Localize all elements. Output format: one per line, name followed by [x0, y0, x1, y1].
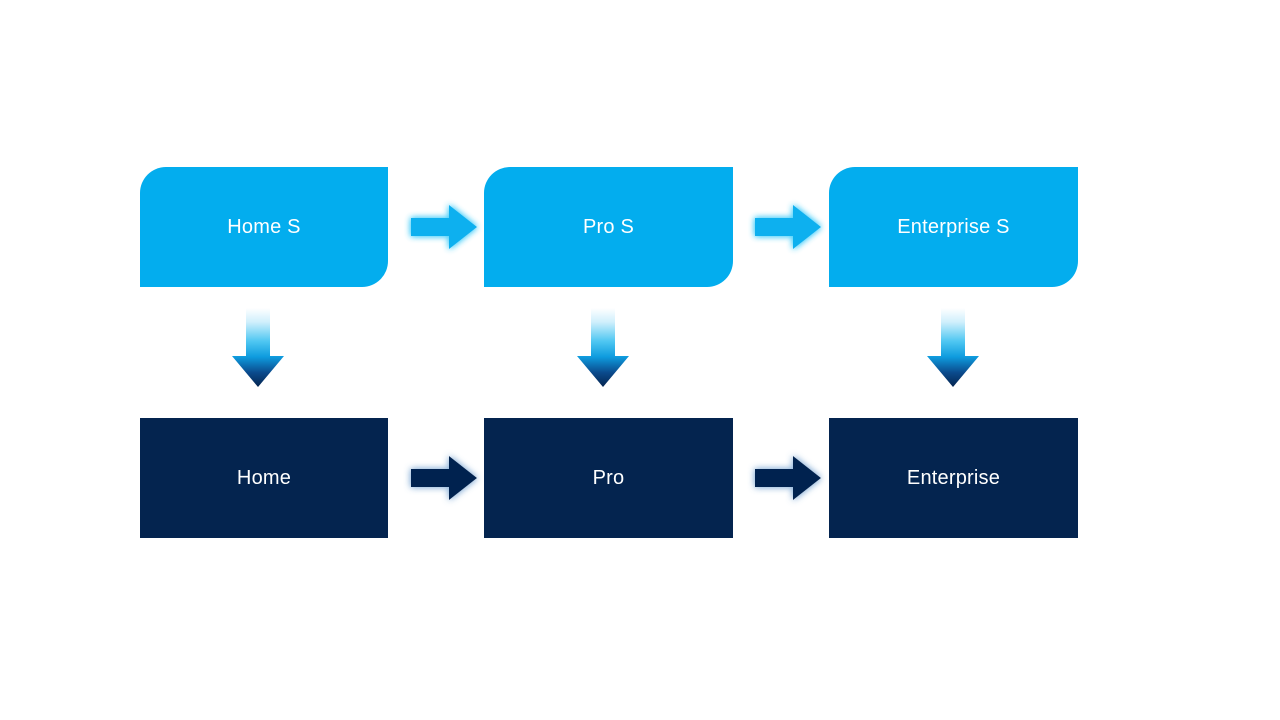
node-home-s[interactable]: Home S — [140, 167, 388, 287]
arrow-right-icon-home-to-pro — [409, 453, 479, 503]
arrow-down-icon-pro-s-to-pro — [575, 308, 631, 388]
node-label: Enterprise S — [897, 216, 1010, 238]
node-pro[interactable]: Pro — [484, 418, 733, 538]
arrow-right-icon-pro-to-enterprise — [753, 453, 823, 503]
node-label: Pro S — [582, 216, 635, 238]
node-label: Home — [236, 467, 292, 489]
node-home[interactable]: Home — [140, 418, 388, 538]
node-enterprise[interactable]: Enterprise — [829, 418, 1078, 538]
node-label: Enterprise — [906, 467, 1001, 489]
arrow-down-icon-home-s-to-home — [230, 308, 286, 388]
node-pro-s[interactable]: Pro S — [484, 167, 733, 287]
arrow-right-icon-pro-s-to-enterprise-s — [753, 202, 823, 252]
arrow-down-icon-enterprise-s-to-enterprise — [925, 308, 981, 388]
node-label: Pro — [592, 467, 625, 489]
node-label: Home S — [227, 216, 301, 238]
node-enterprise-s[interactable]: Enterprise S — [829, 167, 1078, 287]
arrow-right-icon-home-s-to-pro-s — [409, 202, 479, 252]
